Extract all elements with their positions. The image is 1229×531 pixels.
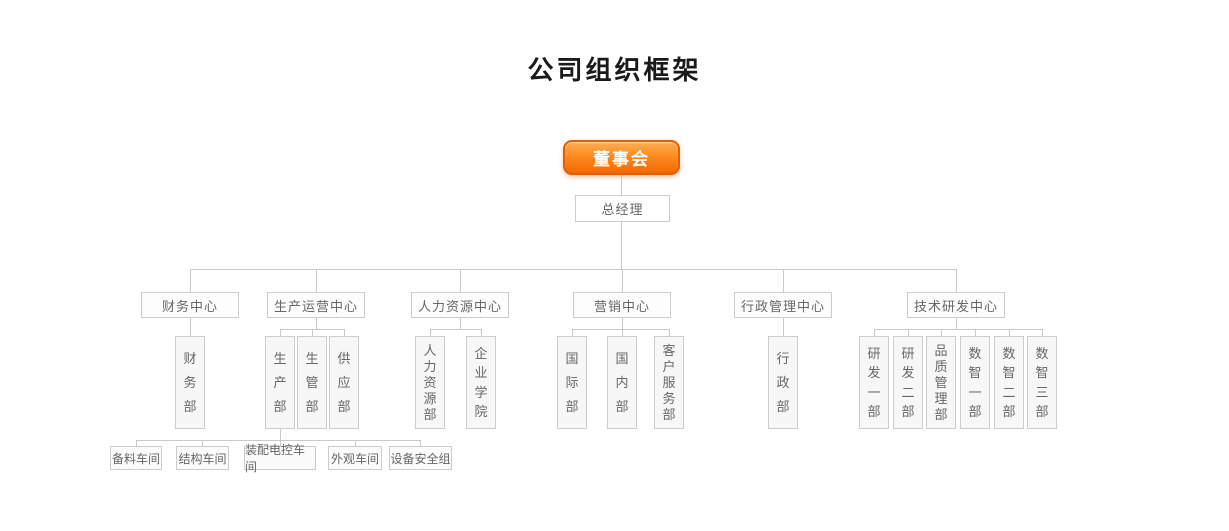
connector-line bbox=[941, 329, 942, 336]
connector-line bbox=[136, 440, 420, 441]
connector-line bbox=[908, 329, 909, 336]
connector-line bbox=[460, 318, 461, 329]
connector-line bbox=[344, 329, 345, 336]
connector-line bbox=[621, 175, 622, 195]
connector-line bbox=[280, 429, 281, 446]
workshop-structure: 结构车间 bbox=[176, 446, 229, 470]
center-box-marketing: 营销中心 bbox=[573, 292, 671, 318]
dept-international: 国际部 bbox=[557, 336, 587, 429]
dept-production: 生产部 bbox=[265, 336, 295, 429]
dept-digital-3: 数智三部 bbox=[1027, 336, 1057, 429]
connector-line bbox=[622, 329, 623, 336]
connector-line bbox=[312, 329, 313, 336]
connector-line bbox=[956, 318, 957, 329]
dept-human-resources: 人力资源部 bbox=[415, 336, 445, 429]
connector-line bbox=[280, 329, 281, 336]
connector-line bbox=[669, 329, 670, 336]
page-title: 公司组织框架 bbox=[527, 55, 702, 85]
dept-domestic: 国内部 bbox=[607, 336, 637, 429]
dept-rnd-2: 研发二部 bbox=[893, 336, 923, 429]
connector-line bbox=[622, 269, 623, 292]
dept-administration: 行政部 bbox=[768, 336, 798, 429]
connector-line bbox=[430, 329, 431, 336]
connector-line bbox=[355, 440, 356, 446]
connector-line bbox=[190, 318, 191, 336]
dept-corporate-academy: 企业学院 bbox=[466, 336, 496, 429]
connector-line bbox=[783, 269, 784, 292]
connector-line bbox=[1009, 329, 1010, 336]
node-board-of-directors: 董事会 bbox=[563, 140, 680, 175]
dept-digital-1: 数智一部 bbox=[960, 336, 990, 429]
workshop-appearance: 外观车间 bbox=[328, 446, 382, 470]
center-box-finance: 财务中心 bbox=[141, 292, 239, 318]
workshop-material-prep: 备料车间 bbox=[110, 446, 162, 470]
connector-line bbox=[190, 269, 956, 270]
center-box-tech-rnd: 技术研发中心 bbox=[907, 292, 1005, 318]
connector-line bbox=[1042, 329, 1043, 336]
node-general-manager: 总经理 bbox=[575, 195, 670, 222]
dept-supply: 供应部 bbox=[329, 336, 359, 429]
connector-line bbox=[190, 269, 191, 292]
dept-rnd-1: 研发一部 bbox=[859, 336, 889, 429]
connector-line bbox=[430, 329, 481, 330]
workshop-assembly-electric-control: 装配电控车间 bbox=[244, 443, 316, 474]
connector-line bbox=[420, 440, 421, 446]
dept-production-management: 生管部 bbox=[297, 336, 327, 429]
connector-line bbox=[874, 329, 875, 336]
center-box-production-operations: 生产运营中心 bbox=[267, 292, 365, 318]
connector-line bbox=[316, 269, 317, 292]
connector-line bbox=[460, 269, 461, 292]
dept-customer-service: 客户服务部 bbox=[654, 336, 684, 429]
connector-line bbox=[202, 440, 203, 446]
center-box-administration: 行政管理中心 bbox=[734, 292, 832, 318]
dept-finance: 财务部 bbox=[175, 336, 205, 429]
connector-line bbox=[136, 440, 137, 446]
connector-line bbox=[975, 329, 976, 336]
connector-line bbox=[874, 329, 1042, 330]
connector-line bbox=[783, 318, 784, 336]
connector-line bbox=[622, 318, 623, 329]
connector-line bbox=[956, 269, 957, 292]
workshop-equipment-safety: 设备安全组 bbox=[389, 446, 452, 470]
connector-line bbox=[621, 222, 622, 269]
connector-line bbox=[481, 329, 482, 336]
connector-line bbox=[572, 329, 669, 330]
center-box-human-resources: 人力资源中心 bbox=[411, 292, 509, 318]
dept-quality-management: 品质管理部 bbox=[926, 336, 956, 429]
connector-line bbox=[316, 318, 317, 329]
dept-digital-2: 数智二部 bbox=[994, 336, 1024, 429]
connector-line bbox=[572, 329, 573, 336]
